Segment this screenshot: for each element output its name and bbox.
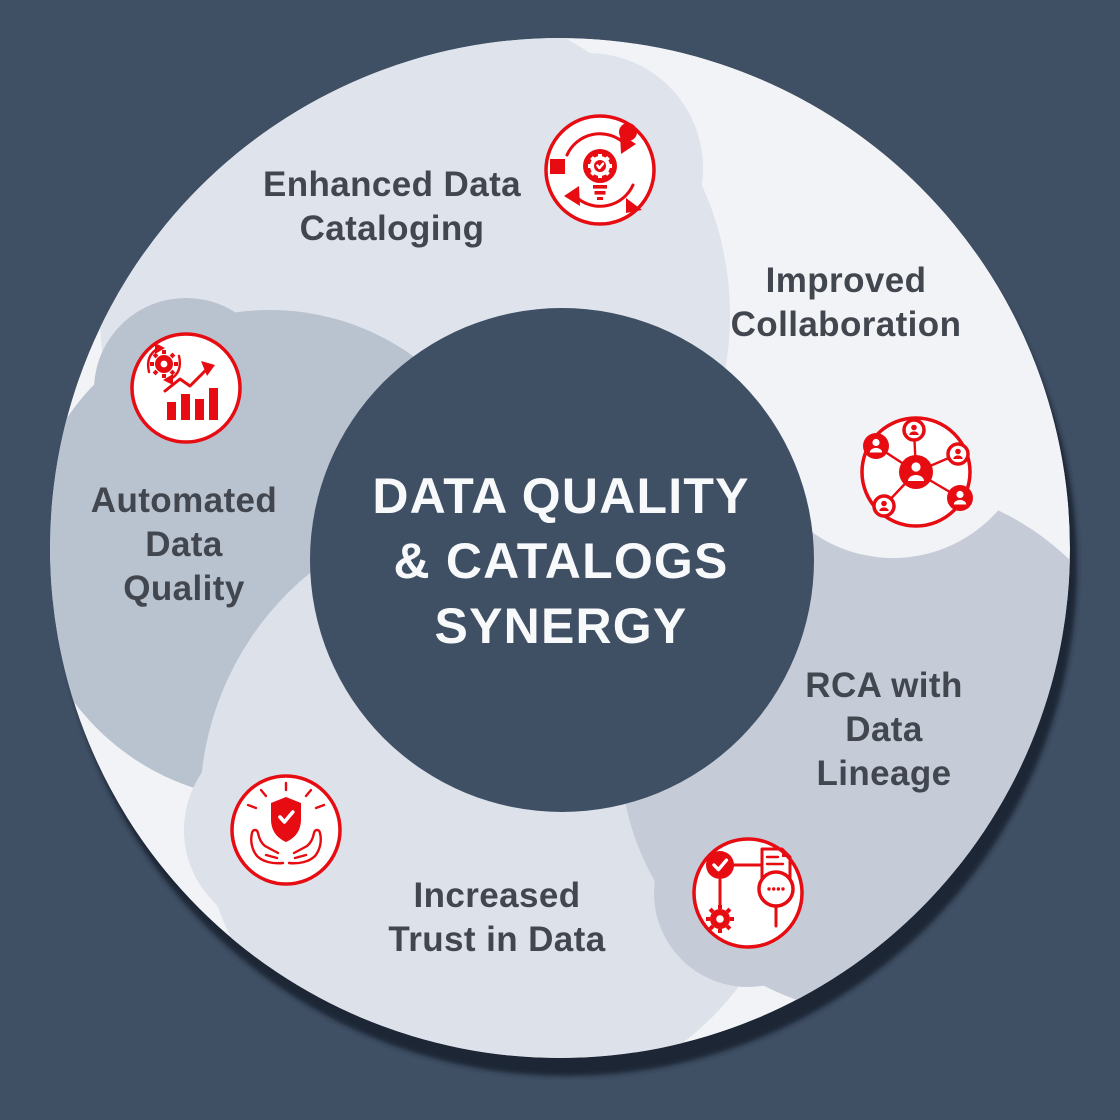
- collab-node-outline-3: [872, 494, 896, 518]
- center-title: DATA QUALITY & CATALOGS SYNERGY: [372, 468, 749, 654]
- title-line-3: SYNERGY: [435, 598, 688, 654]
- collab-node-outline-1: [902, 418, 926, 442]
- label-improved-collaboration-line2: Collaboration: [731, 305, 962, 344]
- auto-bars: [167, 388, 218, 420]
- label-rca-with-data-lineage-line2: Data: [845, 710, 923, 749]
- label-increased-trust-in-data-line1: Increased: [413, 876, 580, 915]
- center-hub: [310, 308, 814, 812]
- label-rca-with-data-lineage-line1: RCA with: [805, 666, 962, 705]
- label-enhanced-data-cataloging-line1: Enhanced Data: [263, 165, 521, 204]
- label-automated-data-quality-line3: Quality: [123, 569, 245, 608]
- label-enhanced-data-cataloging-line2: Cataloging: [300, 209, 485, 248]
- cataloging-cycle-icon: [544, 114, 656, 226]
- gear-in-bulb: [588, 154, 612, 178]
- collab-center-node: [899, 455, 933, 489]
- trust-hands: [250, 828, 322, 865]
- label-automated-data-quality-line1: Automated: [91, 481, 277, 520]
- label-increased-trust-in-data-line2: Trust in Data: [388, 920, 605, 959]
- rca-gear: [706, 905, 734, 933]
- collab-node-filled-1: [863, 433, 889, 459]
- trust-shield-hands-icon: [230, 774, 342, 886]
- label-improved-collaboration-line1: Improved: [766, 261, 927, 300]
- rca-magnifier: [757, 870, 795, 928]
- label-rca-with-data-lineage-line3: Lineage: [816, 754, 951, 793]
- collab-node-outline-2: [946, 442, 970, 466]
- collab-node-filled-2: [947, 485, 973, 511]
- collaboration-network-icon: [860, 416, 973, 528]
- root-cause-analysis-icon: [692, 837, 804, 949]
- title-line-2: & CATALOGS: [393, 533, 728, 589]
- title-line-1: DATA QUALITY: [372, 468, 749, 524]
- rca-document: [760, 847, 792, 883]
- segment-labels: Enhanced Data Cataloging Improved Collab…: [91, 165, 963, 959]
- label-automated-data-quality-line2: Data: [145, 525, 223, 564]
- automated-quality-icon: [130, 332, 242, 444]
- trust-rays: [246, 781, 326, 810]
